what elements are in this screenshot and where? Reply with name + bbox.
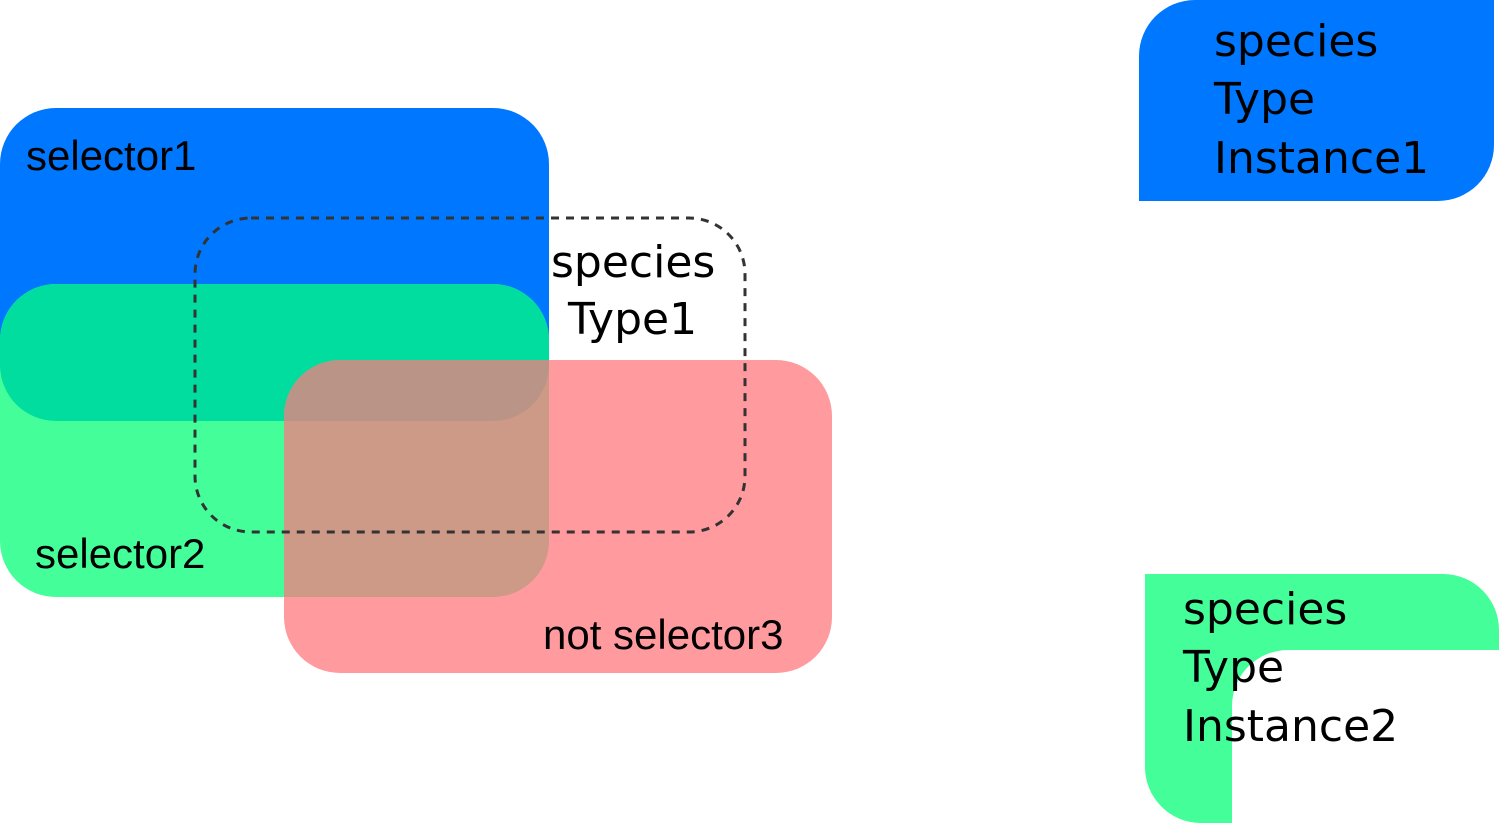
selector1-label: selector1 xyxy=(26,132,196,179)
species-instance2-line1: species xyxy=(1183,584,1347,635)
species-instance1-line2: Type xyxy=(1213,74,1315,125)
species-type-label-line1: species xyxy=(551,237,715,288)
species-instance2-line2: Type xyxy=(1182,642,1284,693)
species-instance1-shape xyxy=(1139,0,1494,201)
species-type-dashed-outline xyxy=(193,216,747,534)
species-instance1-line1: species xyxy=(1214,16,1378,67)
selector2-selector3-overlap xyxy=(284,360,549,597)
species-instance2-line3: Instance2 xyxy=(1183,701,1398,752)
species-instance2-shape xyxy=(1145,574,1499,823)
selector3-label: not selector3 xyxy=(543,611,783,658)
species-instance1-line3: Instance1 xyxy=(1214,133,1429,184)
species-type-label-line2: Type1 xyxy=(567,294,697,345)
selector2-label: selector2 xyxy=(35,530,205,577)
